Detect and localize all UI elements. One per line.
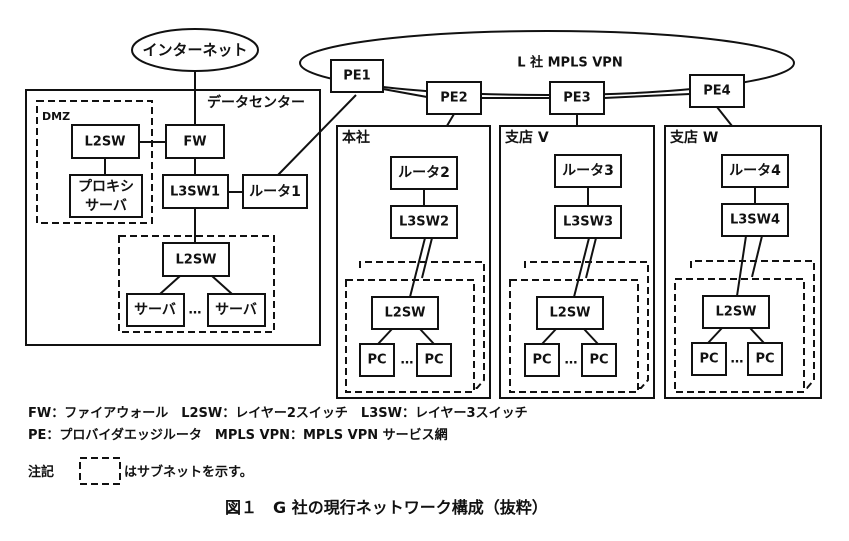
svg-text:L3SW1: L3SW1 — [170, 185, 220, 200]
router4 — [721, 154, 789, 188]
svg-text:ルータ4: ルータ4 — [729, 163, 781, 179]
svg-text:…: … — [731, 352, 744, 367]
pe2 — [426, 81, 482, 115]
figure-caption: 図１ G 社の現行ネットワーク構成（抜粋） — [225, 498, 548, 517]
svg-text:PC: PC — [755, 352, 774, 367]
mpls-vpn-label: L 社 MPLS VPN — [517, 55, 622, 71]
legend-line-2: PE：プロバイダエッジルータ MPLS VPN：MPLS VPN サービス網 — [28, 428, 448, 443]
l3sw3 — [554, 205, 622, 239]
dmz-subnet — [36, 100, 153, 224]
svg-text:支店 V: 支店 V — [504, 129, 549, 146]
site-branch-v: 支店 V ルータ3 L3SW3 L2SW PC … PC — [499, 125, 655, 399]
svg-text:PC: PC — [532, 353, 551, 368]
svg-text:PE3: PE3 — [563, 91, 590, 106]
svg-text:PE2: PE2 — [440, 91, 467, 106]
mpls-vpn-ellipse — [299, 30, 795, 96]
legend-line-1: FW：ファイアウォール L2SW：レイヤー2スイッチ L3SW：レイヤー3スイッ… — [28, 406, 528, 421]
svg-text:PC: PC — [699, 352, 718, 367]
svg-text:サーバ: サーバ — [215, 302, 257, 318]
site-branch-w: 支店 W ルータ4 L3SW4 L2SW PC … PC — [664, 125, 822, 399]
legend-note-text: はサブネットを示す。 — [124, 465, 253, 480]
pe1 — [330, 59, 384, 93]
pc — [691, 342, 727, 376]
l3sw4 — [721, 203, 789, 237]
svg-text:PC: PC — [589, 353, 608, 368]
proxy-server — [69, 174, 143, 218]
svg-text:PC: PC — [424, 353, 443, 368]
datacenter-title: データセンター — [207, 94, 305, 111]
svg-text:…: … — [189, 303, 202, 318]
svg-text:PC: PC — [367, 353, 386, 368]
pc — [359, 343, 395, 377]
pc — [581, 343, 617, 377]
svg-text:L2SW: L2SW — [175, 253, 216, 268]
l3sw2 — [390, 205, 458, 239]
svg-text:FW: FW — [183, 135, 206, 150]
svg-text:L3SW2: L3SW2 — [399, 215, 449, 230]
svg-text:L2SW: L2SW — [715, 305, 756, 320]
site-l2sw — [702, 295, 770, 329]
svg-text:ルータ1: ルータ1 — [249, 184, 301, 200]
svg-text:PE4: PE4 — [703, 84, 730, 99]
dmz-label: DMZ — [42, 110, 70, 123]
pc — [524, 343, 560, 377]
pe4 — [689, 74, 745, 108]
svg-text:支店 W: 支店 W — [669, 129, 718, 146]
svg-text:L3SW3: L3SW3 — [563, 215, 613, 230]
server-box — [126, 293, 185, 327]
svg-text:ルータ2: ルータ2 — [398, 165, 450, 181]
svg-text:L2SW: L2SW — [84, 135, 125, 150]
pc — [416, 343, 452, 377]
svg-text:L2SW: L2SW — [549, 306, 590, 321]
router1 — [242, 174, 308, 209]
l3sw1 — [162, 174, 229, 209]
svg-text:サーバ: サーバ — [85, 198, 127, 214]
svg-text:本社: 本社 — [342, 129, 370, 146]
svg-text:ルータ3: ルータ3 — [562, 163, 614, 179]
svg-text:PE1: PE1 — [343, 69, 370, 84]
server-l2sw — [162, 242, 230, 277]
svg-text:プロキシ: プロキシ — [78, 179, 134, 195]
site-l2sw — [536, 296, 604, 330]
svg-text:…: … — [401, 353, 414, 368]
svg-text:…: … — [565, 353, 578, 368]
pc — [747, 342, 783, 376]
router2 — [390, 156, 458, 190]
site-l2sw — [371, 296, 439, 330]
svg-text:L3SW4: L3SW4 — [730, 213, 780, 228]
subnet-legend-sample — [79, 457, 121, 485]
internet-label: インターネット — [142, 41, 247, 59]
svg-text:L2SW: L2SW — [384, 306, 425, 321]
pe3 — [549, 81, 605, 115]
legend-note-label: 注記 — [28, 465, 55, 480]
server-box — [207, 293, 266, 327]
site-honsha: 本社 ルータ2 L3SW2 L2SW PC … PC — [336, 125, 491, 399]
server-subnet — [118, 235, 275, 333]
svg-text:サーバ: サーバ — [134, 302, 176, 318]
